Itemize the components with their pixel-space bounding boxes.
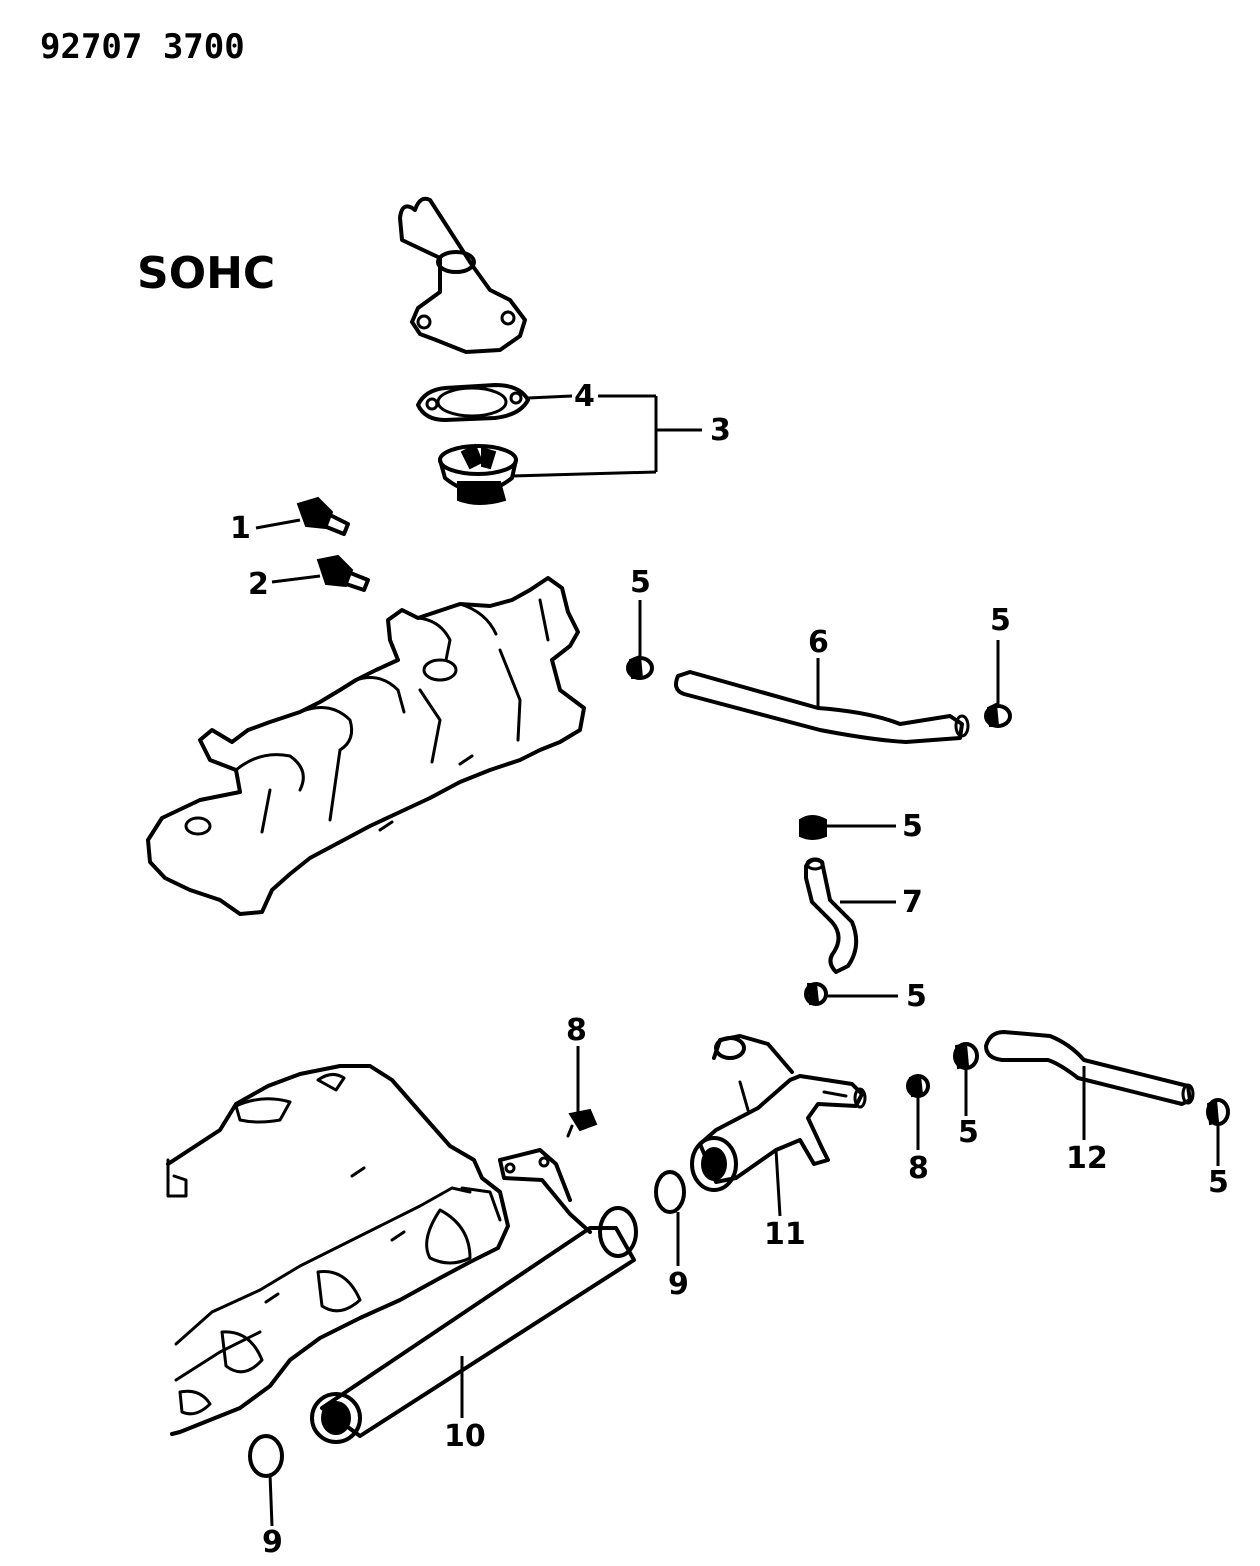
callout-8: 8 [566, 1013, 587, 1048]
hose-clamp [984, 702, 1012, 728]
callout-11: 11 [764, 1217, 806, 1252]
water-outlet-fitting [398, 196, 527, 354]
callout-3: 3 [710, 413, 731, 448]
thermostat-gasket [416, 383, 530, 422]
callout-4: 4 [574, 379, 595, 414]
hose-clamp [804, 982, 828, 1006]
water-inlet-pipe [310, 1148, 638, 1444]
callout-5: 5 [1208, 1165, 1229, 1200]
hose-clamp [1206, 1098, 1230, 1126]
water-hose [674, 670, 970, 744]
cylinder-head [166, 1064, 510, 1436]
callout-6: 6 [808, 625, 829, 660]
callout-9: 9 [668, 1267, 689, 1302]
callout-7: 7 [902, 885, 923, 920]
intake-manifold [146, 576, 586, 916]
callout-9: 9 [262, 1525, 283, 1560]
hose-clamp [799, 815, 827, 840]
water-hose [984, 1030, 1195, 1106]
leader-lines [255, 394, 1220, 1527]
o-ring [248, 1434, 284, 1478]
bolt [566, 1108, 598, 1138]
bolt [906, 1074, 930, 1098]
callout-5: 5 [630, 565, 651, 600]
thermostat [438, 443, 518, 505]
callout-12: 12 [1066, 1141, 1108, 1176]
water-temperature-sensor [296, 496, 350, 536]
water-pipe-fitting [690, 1034, 867, 1192]
callout-8: 8 [908, 1151, 929, 1186]
callout-2: 2 [248, 567, 269, 602]
o-ring [654, 1170, 686, 1214]
callout-1: 1 [230, 511, 251, 546]
callout-5: 5 [906, 979, 927, 1014]
hose-clamp [953, 1042, 979, 1070]
hose-clamp [626, 654, 654, 680]
callout-5: 5 [902, 809, 923, 844]
diagram-code: 92707 3700 [40, 27, 245, 67]
variant-label: SOHC [137, 248, 275, 299]
callout-10: 10 [444, 1419, 486, 1454]
callout-5: 5 [990, 603, 1011, 638]
callout-5: 5 [958, 1115, 979, 1150]
water-hose [804, 857, 859, 974]
water-temperature-gauge-unit [316, 554, 370, 592]
